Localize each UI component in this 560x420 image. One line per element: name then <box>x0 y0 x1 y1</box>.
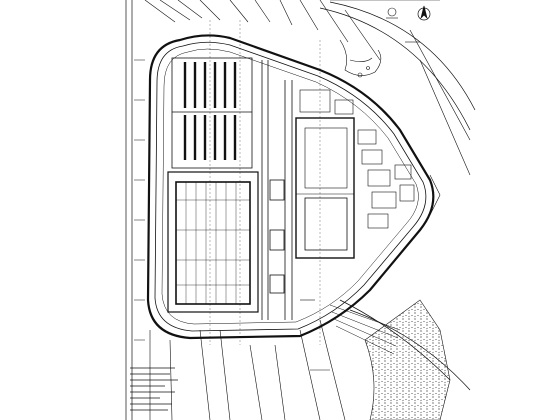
east-rooms <box>299 89 415 229</box>
road-lines <box>144 0 471 420</box>
sheet-frame <box>125 0 133 420</box>
ramp-lines <box>329 304 401 355</box>
central-corridor <box>261 60 293 320</box>
right-hall <box>295 117 355 259</box>
notes-block <box>130 367 178 411</box>
building-outline <box>146 34 435 340</box>
landscape-path <box>339 39 382 78</box>
east-wedge <box>429 174 441 216</box>
upper-left-hall <box>171 57 253 169</box>
dimension-ticks <box>134 59 145 341</box>
landscape-hatch-area <box>364 299 451 420</box>
annotation-marks <box>300 41 420 371</box>
scale-bar-icon <box>386 7 398 19</box>
north-arrow-icon <box>417 5 431 21</box>
pool-hall <box>167 171 259 313</box>
column-grid <box>209 20 321 345</box>
